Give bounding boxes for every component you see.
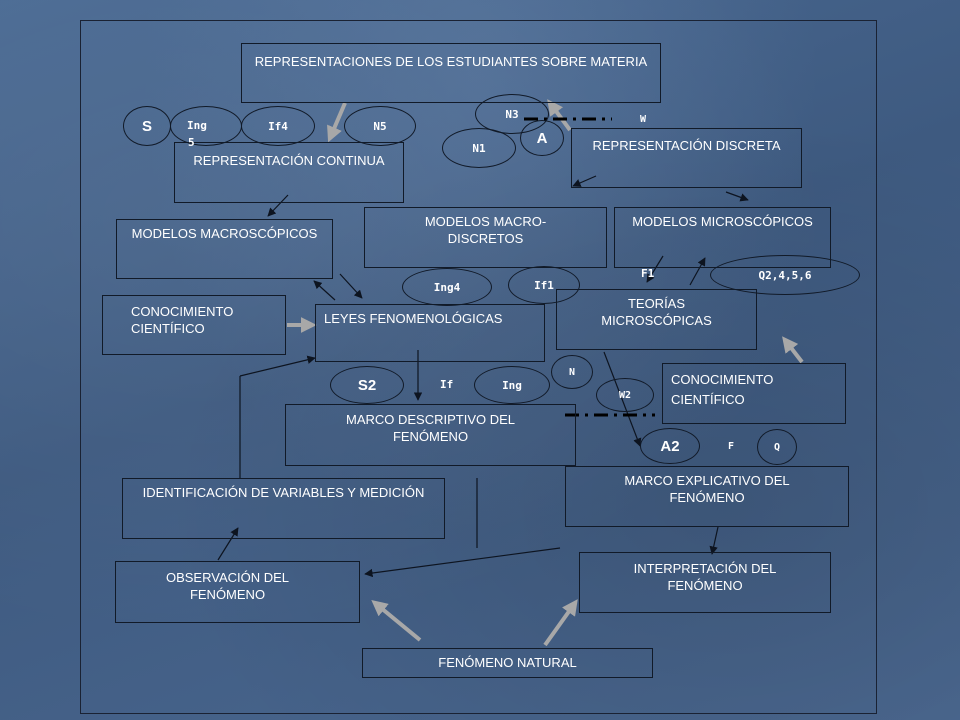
tag-ing4: Ing4 bbox=[402, 268, 492, 306]
tag-ing: Ing bbox=[474, 366, 550, 404]
tag-if4: If4 bbox=[241, 106, 315, 146]
tag-ing5-label-b: 5 bbox=[188, 136, 195, 149]
box-conocimiento-cientifico-2: CONOCIMIENTO CIENTÍFICO bbox=[662, 363, 846, 424]
arrow-gray-discreta-to-rep bbox=[547, 99, 572, 132]
arrow-gray-conocimiento2-to-teorias bbox=[782, 336, 804, 364]
tag-a2: A2 bbox=[640, 428, 700, 464]
arrow-to-observacion bbox=[364, 547, 561, 578]
arrow-observacion-to-identificacion bbox=[217, 527, 239, 561]
tag-q2456: Q2,4,5,6 bbox=[710, 255, 860, 295]
box-teorias-microscopicas: TEORÍAS MICROSCÓPICAS bbox=[556, 289, 757, 350]
tag-s2: S2 bbox=[330, 366, 404, 404]
tag-f1: F1 bbox=[641, 267, 655, 280]
box-fenomeno-natural: FENÓMENO NATURAL bbox=[362, 648, 653, 678]
tag-f: F bbox=[728, 441, 735, 452]
tag-w2: W2 bbox=[596, 378, 654, 412]
arrow-identificacion-to-leyes bbox=[239, 355, 316, 377]
box-modelos-macro-discretos: MODELOS MACRO-DISCRETOS bbox=[364, 207, 607, 268]
diagram-frame bbox=[80, 20, 877, 714]
arrow-gray-fenomeno-to-interpretacion bbox=[543, 599, 578, 647]
box-observacion: OBSERVACIÓN DEL FENÓMENO bbox=[115, 561, 360, 623]
box-representacion-continua: REPRESENTACIÓN CONTINUA bbox=[174, 142, 404, 203]
arrow-leyes-to-macroscopicos bbox=[313, 280, 336, 301]
tag-if1: If1 bbox=[508, 266, 580, 304]
tag-w: W bbox=[640, 114, 647, 125]
box-identificacion-variables: IDENTIFICACIÓN DE VARIABLES Y MEDICIÓN bbox=[122, 478, 445, 539]
tag-n5: N5 bbox=[344, 106, 416, 146]
arrow-continua-to-macroscopicos bbox=[267, 194, 289, 217]
arrow-microscopicos-to-teorias-a bbox=[646, 255, 664, 283]
box-representaciones: REPRESENTACIONES DE LOS ESTUDIANTES SOBR… bbox=[241, 43, 661, 103]
tag-s: S bbox=[123, 106, 171, 146]
tag-a: A bbox=[520, 120, 564, 156]
box-leyes-fenomenologicas: LEYES FENOMENOLÓGICAS bbox=[315, 304, 545, 362]
arrow-microscopicos-to-teorias-b bbox=[689, 257, 706, 286]
tag-n1: N1 bbox=[442, 128, 516, 168]
box-modelos-macroscopicos: MODELOS MACROSCÓPICOS bbox=[116, 219, 333, 279]
arrow-to-leyes bbox=[339, 273, 363, 299]
arrow-explicativo-to-interpretacion bbox=[709, 526, 719, 555]
box-conocimiento-cientifico-1: CONOCIMIENTO CIENTÍFICO bbox=[102, 295, 286, 355]
box-marco-explicativo: MARCO EXPLICATIVO DEL FENÓMENO bbox=[565, 466, 849, 527]
tag-n3: N3 bbox=[475, 94, 549, 134]
box-representacion-discreta: REPRESENTACIÓN DISCRETA bbox=[571, 128, 802, 188]
arrow-discreta-to-macro-discretos bbox=[572, 175, 597, 187]
arrow-gray-rep-to-continua bbox=[327, 102, 347, 143]
tag-ing5-label-a: Ing bbox=[187, 119, 207, 132]
tag-q: Q bbox=[757, 429, 797, 465]
tag-n: N bbox=[551, 355, 593, 389]
tag-if: If bbox=[440, 378, 454, 391]
box-marco-descriptivo: MARCO DESCRIPTIVO DEL FENÓMENO bbox=[285, 404, 576, 466]
arrow-gray-fenomeno-to-observacion bbox=[371, 599, 422, 642]
arrow-discreta-to-microscopicos bbox=[725, 191, 749, 202]
box-interpretacion: INTERPRETACIÓN DEL FENÓMENO bbox=[579, 552, 831, 613]
